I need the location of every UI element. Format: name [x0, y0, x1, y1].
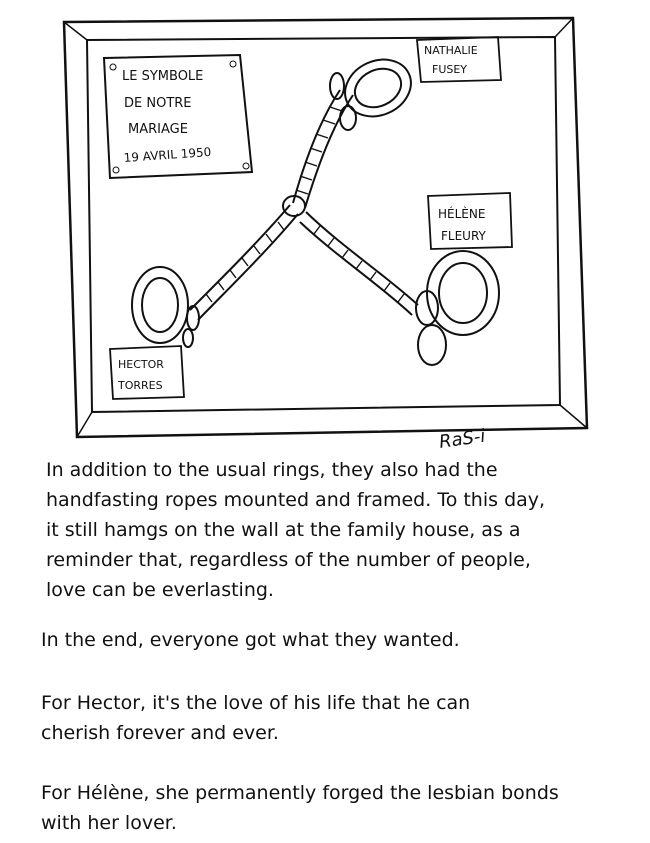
svg-text:HÉLÈNE: HÉLÈNE [438, 206, 485, 221]
svg-text:TORRES: TORRES [117, 379, 163, 392]
paragraph-framed-ropes: In addition to the usual rings, they als… [46, 459, 546, 601]
label-nathalie-fusey: NATHALIE FUSEY [416, 36, 502, 83]
paragraph-helene: For Hélène, she permanently forged the l… [41, 782, 559, 834]
rope-ring-top [329, 58, 412, 131]
wedding-plaque: LE SYMBOLE DE NOTRE MARIAGE 19 AVRIL 195… [102, 53, 254, 180]
label-hector-torres: HECTOR TORRES [109, 345, 185, 400]
paragraph-everyone-happy: In the end, everyone got what they wante… [41, 629, 460, 651]
svg-text:FUSEY: FUSEY [432, 63, 467, 76]
svg-text:FLEURY: FLEURY [441, 229, 487, 243]
paragraph-hector: For Hector, it's the love of his life th… [41, 692, 471, 744]
svg-text:NATHALIE: NATHALIE [424, 44, 478, 57]
svg-text:HECTOR: HECTOR [118, 358, 164, 371]
plaque-line-2: DE NOTRE [124, 96, 192, 111]
handfasting-ropes [189, 89, 419, 321]
plaque-line-4: 19 AVRIL 1950 [123, 145, 211, 165]
label-helene-fleury: HÉLÈNE FLEURY [427, 192, 513, 250]
rope-ring-right [415, 250, 500, 366]
picture-frame-inner [85, 35, 562, 414]
framed-ropes-illustration: LE SYMBOLE DE NOTRE MARIAGE 19 AVRIL 195… [62, 16, 589, 453]
plaque-line-1: LE SYMBOLE [122, 69, 203, 84]
rope-ring-left [131, 266, 200, 348]
plaque-line-3: MARIAGE [128, 122, 188, 137]
